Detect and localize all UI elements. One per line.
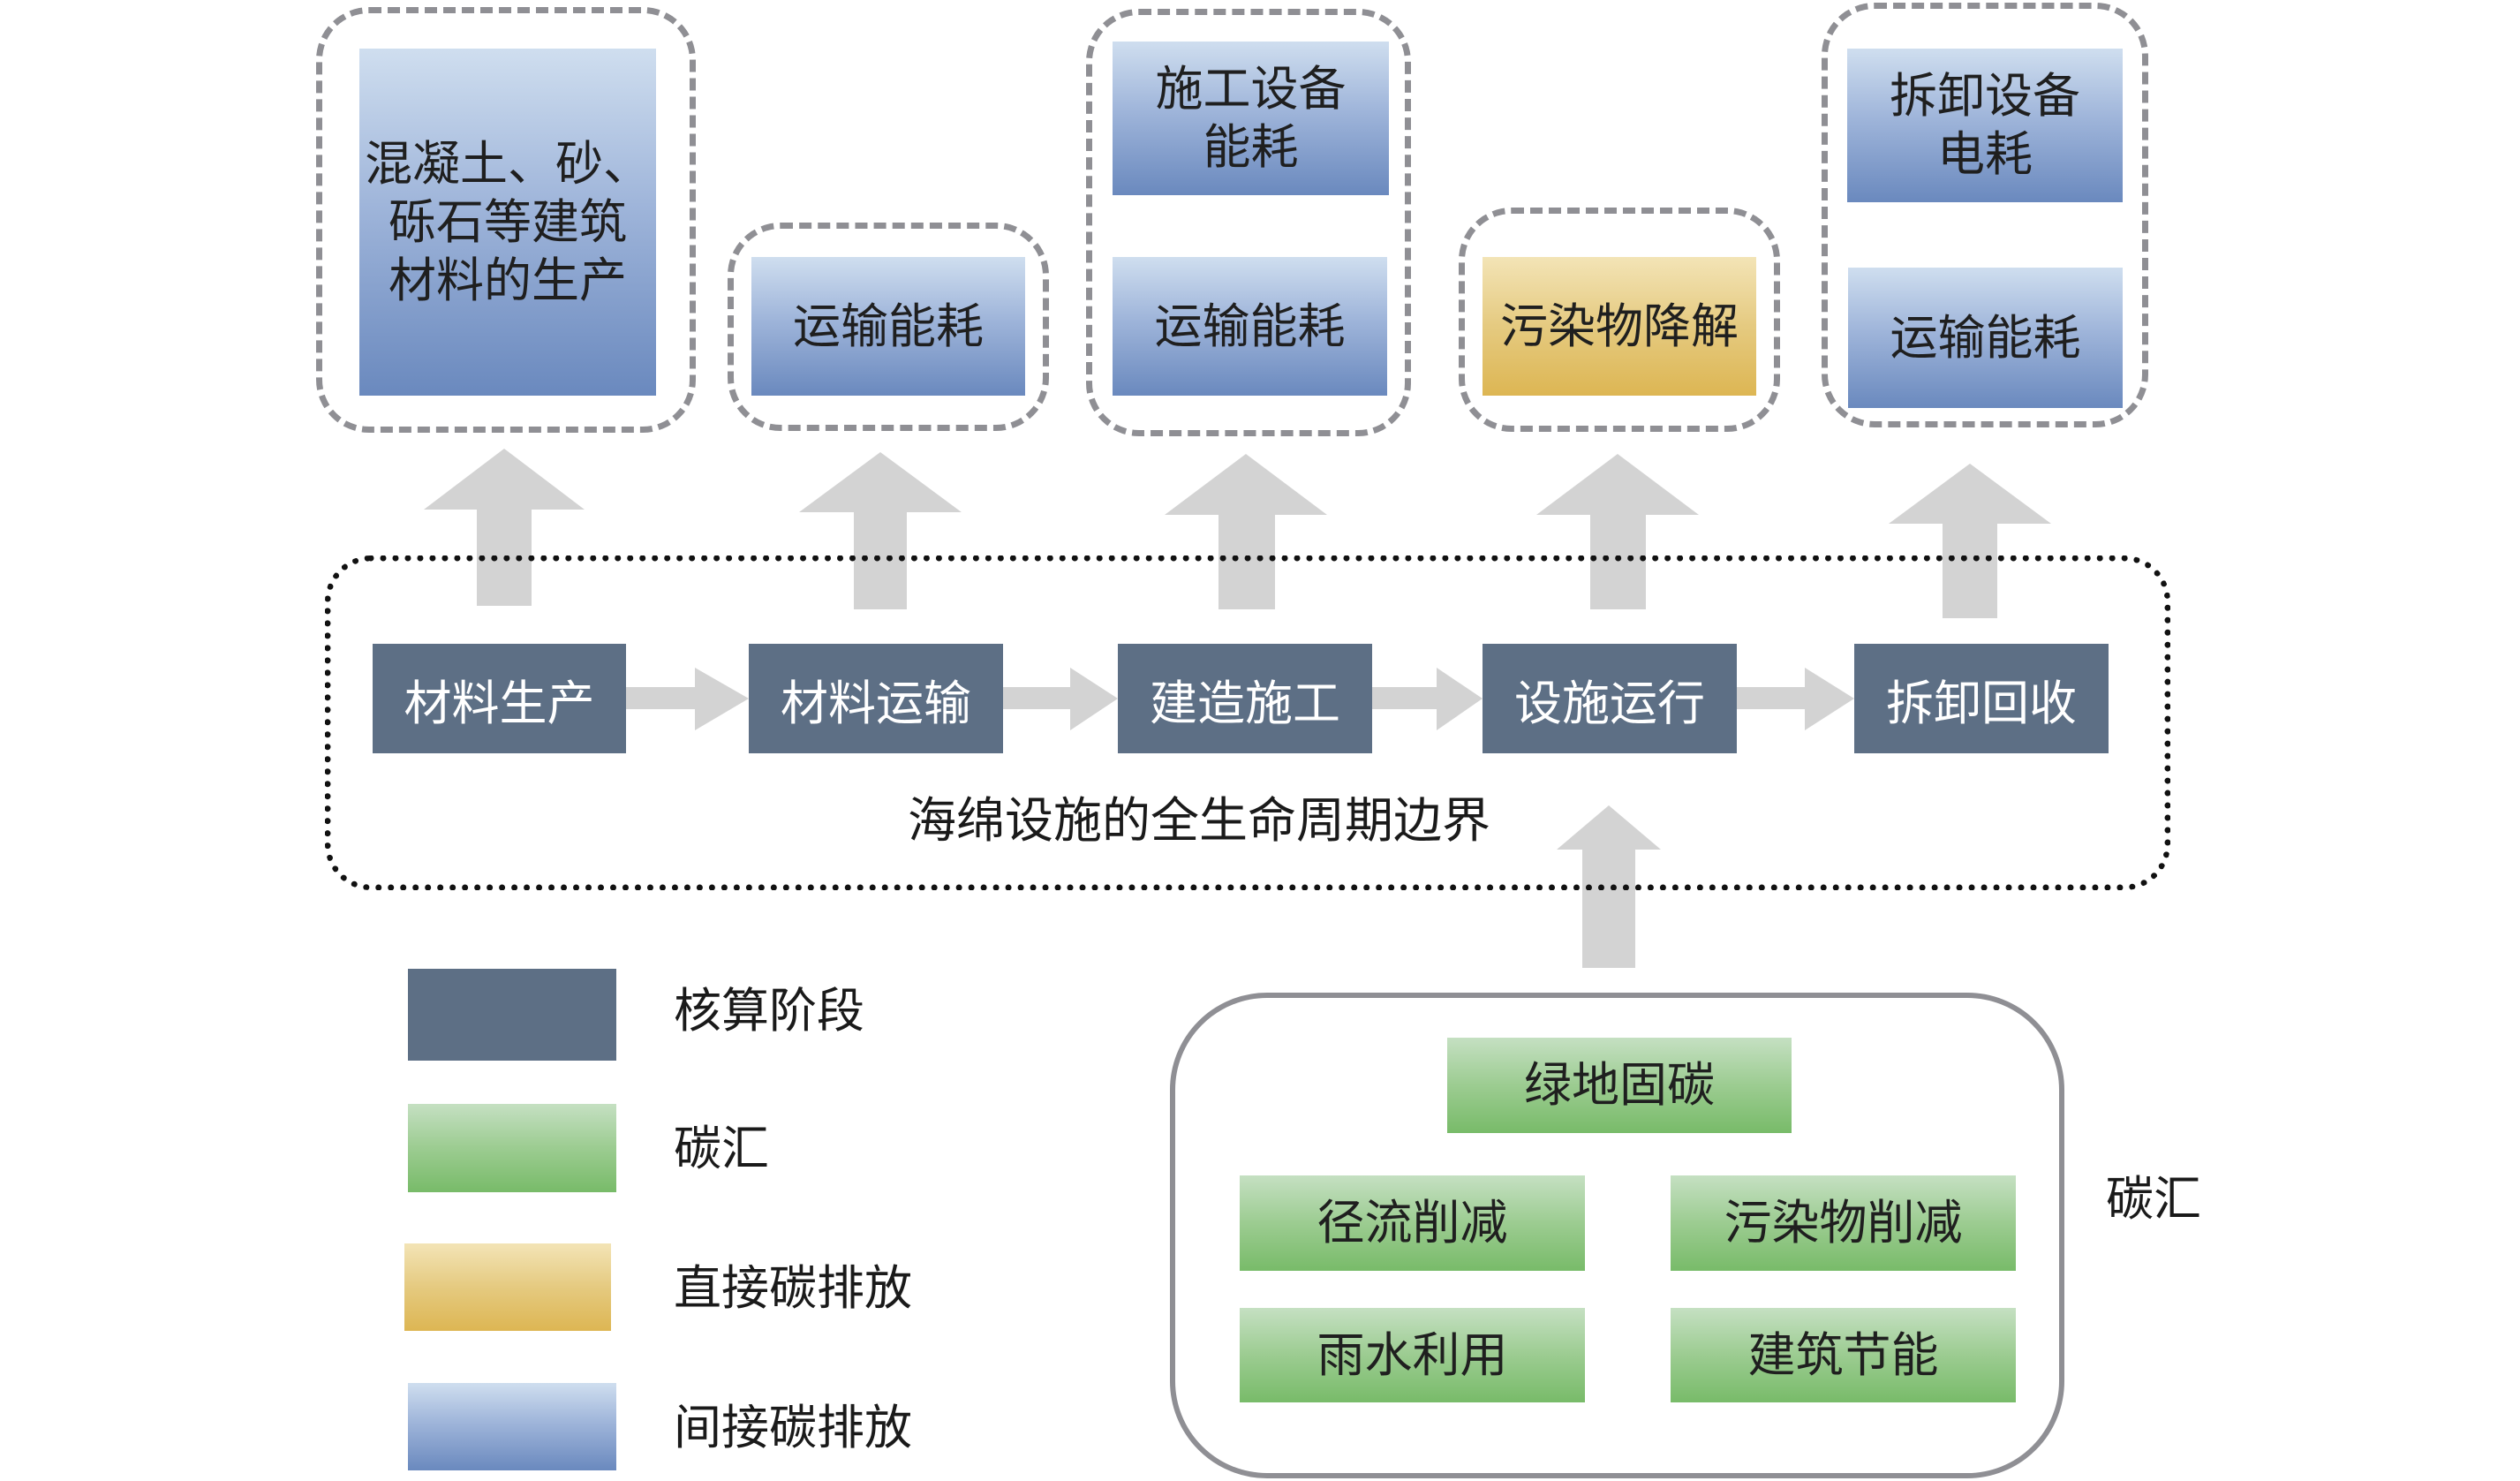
emission-box-transport-energy: 运输能耗	[1848, 268, 2123, 408]
emission-group-2	[728, 223, 1049, 431]
carbon-sink-side-label: 碳汇	[2106, 1171, 2201, 1227]
legend-swatch-direct-emission	[404, 1243, 611, 1331]
stage-material-production: 材料生产	[373, 644, 626, 753]
up-arrow-5	[1889, 464, 2051, 618]
up-arrow-4	[1536, 454, 1699, 609]
stage-construction: 建造施工	[1118, 644, 1372, 753]
carbon-sink-runoff-reduction: 径流削减	[1240, 1175, 1585, 1271]
stage-label: 拆卸回收	[1886, 675, 2077, 731]
emission-box-line: 施工设备	[1155, 61, 1347, 117]
up-arrow-1	[424, 449, 585, 606]
emission-group-4	[1459, 208, 1780, 432]
legend-label: 间接碳排放	[674, 1400, 912, 1455]
legend-swatch-accounting-stage	[408, 969, 616, 1061]
carbon-sink-container	[1170, 993, 2064, 1478]
emission-box-construction-equipment: 施工设备 能耗	[1113, 42, 1389, 195]
legend-swatch-indirect-emission	[408, 1383, 616, 1470]
stage-demolition-recycling: 拆卸回收	[1854, 644, 2109, 753]
boundary-label: 海绵设施的全生命周期边界	[908, 792, 1491, 849]
emission-box-line: 砾石等建筑	[389, 193, 627, 250]
emission-box-demolition-equipment: 拆卸设备 电耗	[1847, 49, 2123, 202]
emission-box-label: 运输能耗	[793, 298, 984, 354]
carbon-sink-label: 径流削减	[1317, 1195, 1508, 1251]
legend-swatch-carbon-sink	[408, 1104, 616, 1192]
right-arrow-4	[1737, 668, 1854, 730]
emission-group-1	[316, 7, 696, 433]
right-arrow-3	[1372, 668, 1483, 730]
emission-box-transport-energy: 运输能耗	[1113, 257, 1387, 396]
up-arrow-3	[1165, 454, 1327, 609]
emission-box-line: 材料的生产	[389, 252, 627, 308]
emission-box-line: 混凝土、砂、	[365, 135, 651, 192]
stage-facility-operation: 设施运行	[1483, 644, 1737, 753]
stage-label: 设施运行	[1514, 675, 1705, 731]
up-arrow-2	[799, 452, 962, 609]
stage-label: 材料生产	[404, 675, 595, 731]
stage-label: 建造施工	[1150, 675, 1340, 731]
legend-label: 核算阶段	[674, 983, 864, 1039]
emission-box-label: 运输能耗	[1890, 309, 2081, 366]
carbon-sink-green-space: 绿地固碳	[1447, 1038, 1792, 1133]
emission-box-line: 拆卸设备	[1890, 68, 2080, 124]
emission-group-3	[1086, 9, 1411, 436]
emission-box-line: 电耗	[1937, 126, 2033, 182]
carbon-sink-building-energy-saving: 建筑节能	[1671, 1308, 2016, 1402]
emission-group-5	[1822, 3, 2148, 427]
carbon-sink-label: 绿地固碳	[1524, 1057, 1715, 1113]
emission-box-transport-energy: 运输能耗	[751, 257, 1025, 396]
emission-box-material-production: 混凝土、砂、 砾石等建筑 材料的生产	[359, 49, 656, 396]
carbon-sink-label: 建筑节能	[1747, 1326, 1939, 1383]
right-arrow-1	[626, 668, 749, 730]
emission-box-label: 运输能耗	[1154, 298, 1346, 354]
emission-box-pollutant-degradation: 污染物降解	[1483, 257, 1756, 396]
emission-box-label: 污染物降解	[1500, 298, 1739, 354]
legend-label: 碳汇	[674, 1121, 769, 1176]
carbon-sink-label: 污染物削减	[1724, 1195, 1963, 1251]
stage-material-transport: 材料运输	[749, 644, 1003, 753]
emission-box-line: 能耗	[1203, 119, 1299, 175]
stage-label: 材料运输	[781, 675, 971, 731]
right-arrow-2	[1003, 668, 1118, 730]
legend-label: 直接碳排放	[674, 1260, 912, 1316]
carbon-sink-pollutant-reduction: 污染物削减	[1671, 1175, 2016, 1271]
lifecycle-boundary	[325, 555, 2170, 890]
carbon-sink-rainwater-use: 雨水利用	[1240, 1308, 1585, 1402]
carbon-sink-label: 雨水利用	[1317, 1326, 1508, 1383]
